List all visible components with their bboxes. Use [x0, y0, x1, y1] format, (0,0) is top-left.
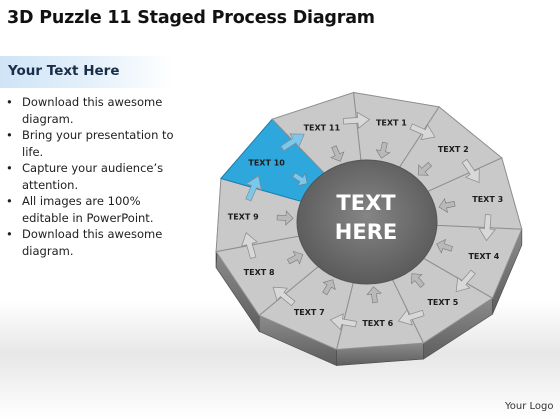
center-text-line-1: TEXT [336, 191, 396, 215]
stage-label-10: TEXT 10 [248, 159, 285, 168]
flow-arrow [245, 175, 262, 202]
hub-arrow [286, 250, 304, 265]
hub-arrow [330, 145, 345, 162]
hub-arrow [366, 286, 382, 304]
stage-label-3: TEXT 3 [472, 195, 503, 204]
hub-arrow [276, 210, 294, 226]
stage-label-7: TEXT 7 [294, 308, 325, 317]
hub-arrow [322, 279, 336, 296]
flow-arrow [409, 123, 436, 141]
flow-arrow [455, 269, 476, 293]
bullet-item: Download this awesome diagram. [4, 94, 174, 127]
subtitle-banner [0, 56, 172, 88]
stage-label-4: TEXT 4 [468, 252, 499, 261]
hub-arrow [438, 197, 456, 214]
flow-arrow [342, 111, 371, 129]
hub-arrow [375, 141, 391, 159]
flow-arrow [272, 286, 296, 307]
slide-title: 3D Puzzle 11 Staged Process Diagram [7, 8, 375, 28]
subtitle: Your Text Here [8, 63, 120, 79]
bullet-list: Download this awesome diagram. Bring you… [4, 94, 174, 259]
hub-arrow [411, 273, 425, 288]
stage-label-5: TEXT 5 [427, 298, 458, 307]
flow-arrow [241, 232, 258, 259]
stage-label-11: TEXT 11 [304, 124, 341, 133]
bullet-item: Bring your presentation to life. [4, 127, 174, 160]
stage-label-9: TEXT 9 [228, 212, 259, 221]
stage-label-8: TEXT 8 [244, 268, 275, 277]
bullet-item: Download this awesome diagram. [4, 226, 174, 259]
bullet-item: Capture your audience’s attention. [4, 160, 174, 193]
logo-placeholder: Your Logo [505, 401, 554, 412]
hub-arrow [417, 161, 433, 176]
stage-label-6: TEXT 6 [362, 319, 393, 328]
hub-arrow [292, 172, 308, 186]
bullet-item: All images are 100% editable in PowerPoi… [4, 193, 174, 226]
flow-arrow [397, 309, 425, 326]
flow-arrow [329, 313, 357, 331]
stage-label-1: TEXT 1 [376, 119, 407, 128]
flow-arrow [478, 214, 496, 242]
center-text-line-2: HERE [335, 220, 397, 244]
flow-arrow [461, 158, 480, 184]
stage-label-2: TEXT 2 [438, 145, 469, 154]
center-hub [296, 159, 438, 285]
flow-arrow [280, 133, 305, 152]
hub-arrow [436, 238, 453, 254]
